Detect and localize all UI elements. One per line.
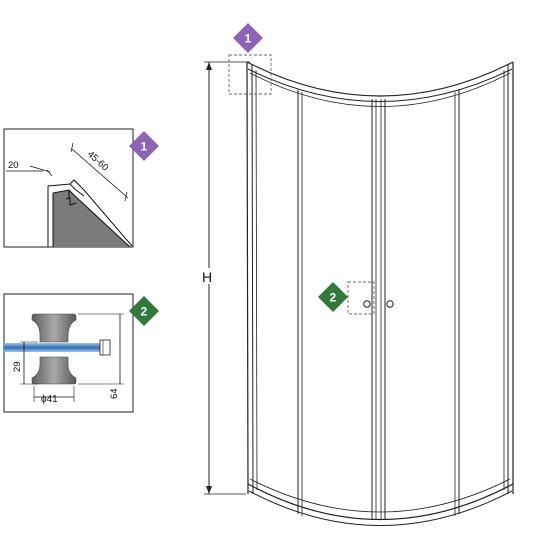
height-label: H [202,269,212,285]
dim-knob-height: 29 [12,341,38,385]
dim-total-height-label: 64 [109,388,120,399]
right-wall-profile [503,62,514,494]
marker-1-main-label: 1 [245,32,252,46]
handle-highlight-box [347,281,375,315]
top-curved-rail [246,61,514,107]
marker-2-detail: 2 [129,296,159,326]
door-knob-right [386,300,394,308]
left-wall-profile [246,61,258,495]
fixed-panel-left [297,90,303,516]
glass-rod [4,343,108,352]
profile-section [47,179,133,248]
sliding-door-right [380,99,386,520]
marker-1-main: 1 [233,23,263,53]
door-knob-left [363,300,371,308]
bottom-curved-rail [247,478,514,526]
knob-bottom [31,356,77,385]
dim-knob-height-label: 29 [12,361,23,372]
dim-profile-width-label: 20 [8,160,19,171]
dim-diameter: ϕ41 [33,386,75,405]
marker-2-main: 2 [318,282,348,312]
fixed-panel-right [454,90,460,516]
marker-2-main-label: 2 [330,291,337,305]
shower-enclosure: H [199,23,514,526]
top-profile-highlight-box [228,54,272,95]
marker-2-detail-label: 2 [141,305,148,319]
dim-total-height: 64 [78,313,124,399]
marker-1-detail-label: 1 [141,140,148,154]
sliding-door-left [371,99,377,520]
knob-top [31,313,77,343]
dim-profile-width: 20 [6,160,53,177]
detail-top-profile: 20 45-60 1 [3,128,159,248]
dim-diameter-label: ϕ41 [41,394,58,405]
detail-handle: 29 64 ϕ41 2 [3,293,159,413]
height-dimension: H [199,61,250,495]
marker-1-detail: 1 [129,131,159,161]
